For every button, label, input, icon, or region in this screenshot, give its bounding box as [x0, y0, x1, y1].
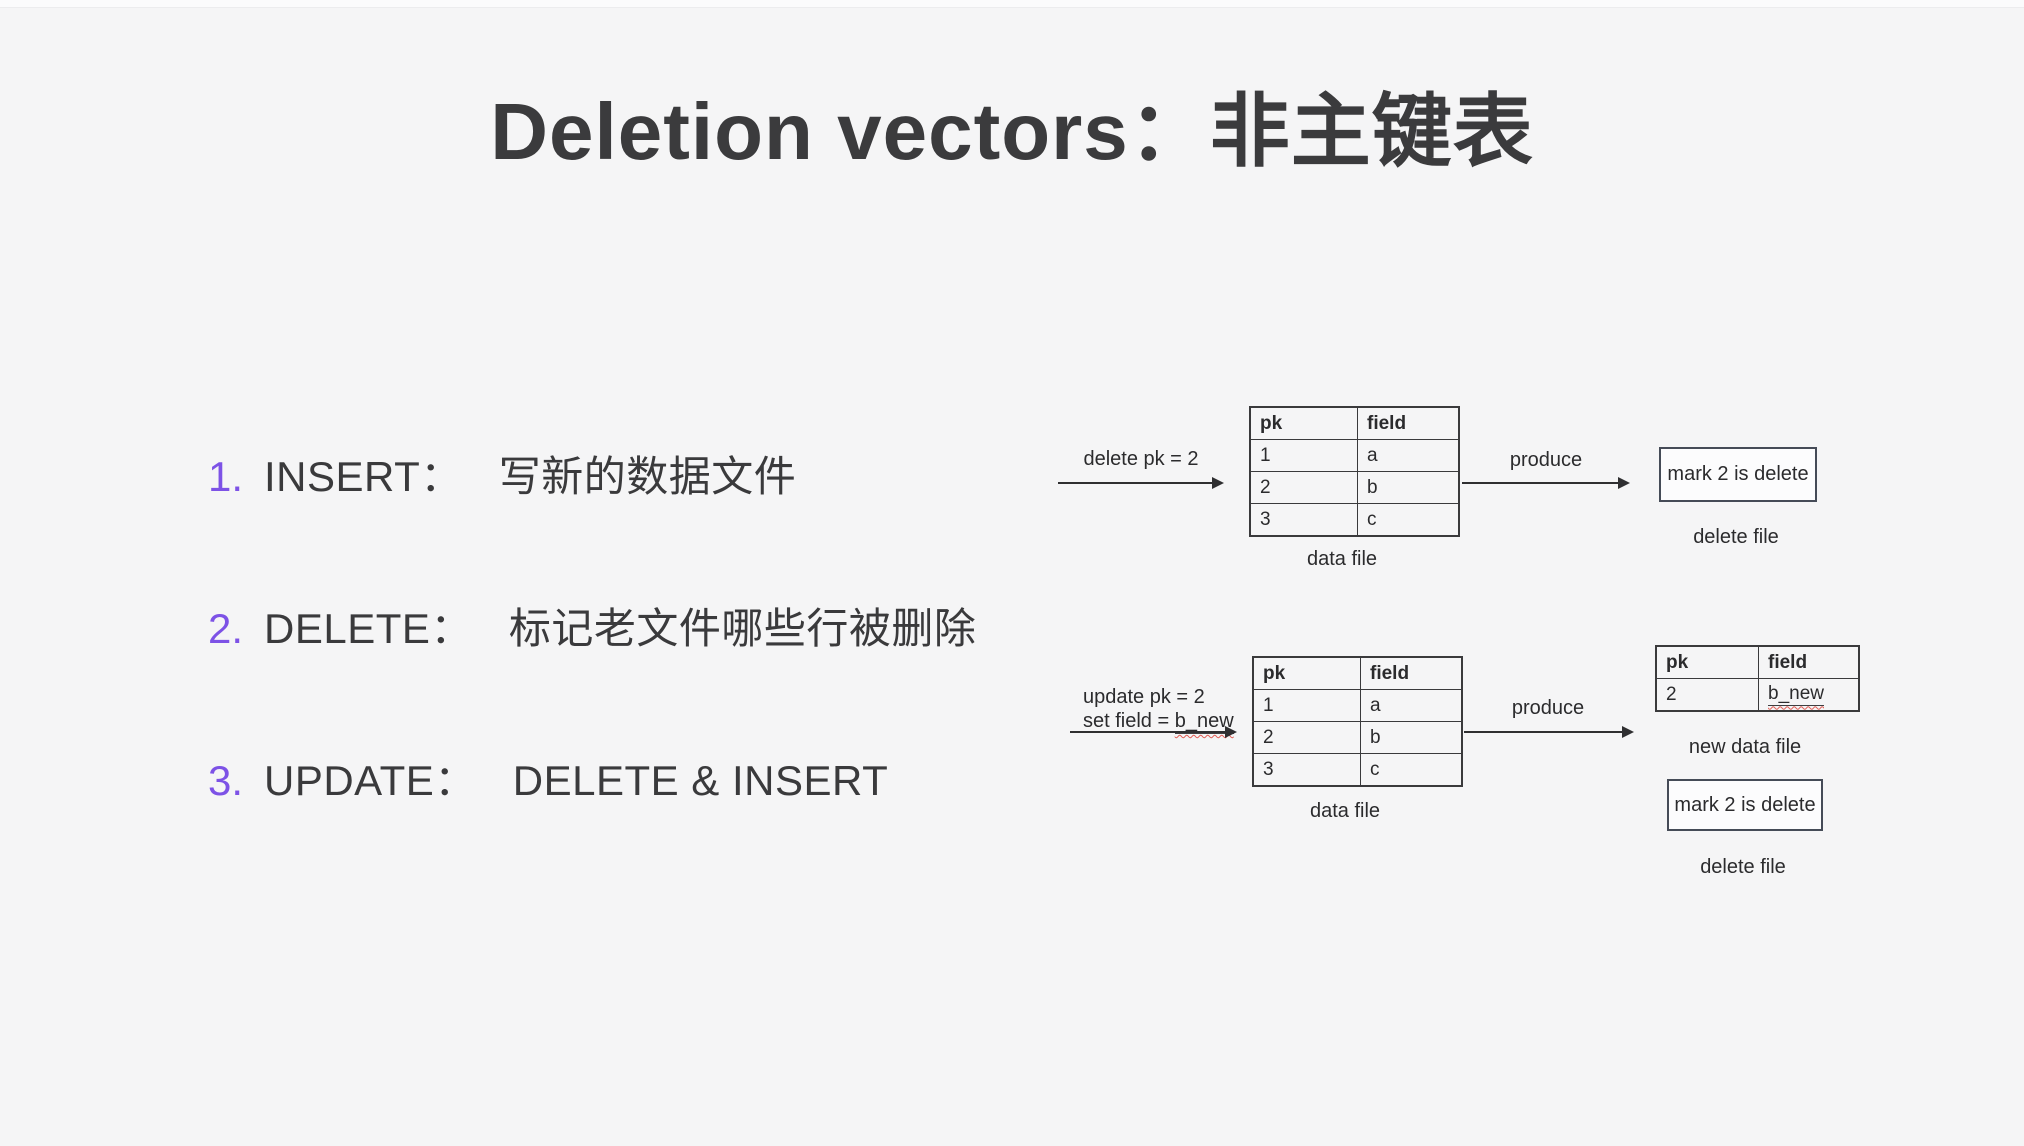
delete-file-box: mark 2 is delete	[1659, 447, 1817, 502]
data-file-table: pk field 1 a 2 b 3 c	[1249, 406, 1460, 537]
column-header-field: field	[1360, 656, 1463, 690]
delete-arrow-label: delete pk = 2	[1083, 448, 1199, 470]
update-label-bnew: b_new	[1174, 710, 1234, 734]
list-number: 3.	[208, 757, 244, 804]
table-cell: c	[1360, 753, 1463, 787]
column-header-pk: pk	[1249, 406, 1358, 440]
update-label-line2-prefix: set field =	[1083, 710, 1175, 732]
table-cell: 2	[1252, 721, 1361, 754]
table-cell: 2	[1655, 678, 1759, 712]
table-cell: c	[1357, 503, 1460, 537]
list-description: 写新的数据文件	[498, 453, 797, 500]
data-file-caption: data file	[1309, 800, 1381, 822]
table-cell: 3	[1252, 753, 1361, 787]
new-data-file-caption: new data file	[1688, 736, 1802, 758]
list-number: 1.	[208, 453, 244, 500]
delete-file-box: mark 2 is delete	[1667, 779, 1823, 831]
list-keyword: INSERT：	[264, 453, 463, 500]
data-file-caption: data file	[1306, 548, 1378, 570]
table-cell: 1	[1249, 439, 1358, 472]
delete-file-caption: delete file	[1693, 526, 1779, 548]
table-cell: b	[1360, 721, 1463, 754]
table-cell: 1	[1252, 689, 1361, 722]
slide-top-edge	[0, 0, 2024, 8]
column-header-field: field	[1758, 645, 1860, 679]
flow-arrow-icon	[1462, 477, 1630, 489]
slide-title: Deletion vectors：非主键表	[490, 87, 1534, 176]
list-description: 标记老文件哪些行被删除	[508, 605, 977, 652]
column-header-pk: pk	[1655, 645, 1759, 679]
column-header-field: field	[1357, 406, 1460, 440]
table-cell: a	[1357, 439, 1460, 472]
produce-label: produce	[1509, 449, 1583, 471]
delete-file-caption: delete file	[1700, 856, 1786, 878]
list-keyword: UPDATE：	[264, 757, 477, 804]
new-data-file-table: pk field 2 b_new	[1655, 645, 1860, 712]
list-keyword: DELETE：	[264, 605, 473, 652]
table-cell: b	[1357, 471, 1460, 504]
list-number: 2.	[208, 605, 244, 652]
data-file-table: pk field 1 a 2 b 3 c	[1252, 656, 1463, 787]
table-cell: 3	[1249, 503, 1358, 537]
list-item-delete: 2. DELETE： 标记老文件哪些行被删除	[208, 602, 976, 656]
column-header-pk: pk	[1252, 656, 1361, 690]
table-cell: a	[1360, 689, 1463, 722]
list-description: DELETE & INSERT	[512, 757, 889, 804]
flow-arrow-icon	[1464, 726, 1634, 738]
table-cell: b_new	[1758, 678, 1860, 712]
update-label-line1: update pk = 2	[1083, 686, 1205, 708]
bnew-cell-value: b_new	[1768, 683, 1824, 707]
list-item-update: 3. UPDATE： DELETE & INSERT	[208, 754, 888, 808]
list-item-insert: 1. INSERT： 写新的数据文件	[208, 450, 796, 504]
flow-arrow-icon	[1070, 726, 1237, 738]
flow-arrow-icon	[1058, 477, 1224, 489]
table-cell: 2	[1249, 471, 1358, 504]
produce-label: produce	[1511, 697, 1585, 719]
